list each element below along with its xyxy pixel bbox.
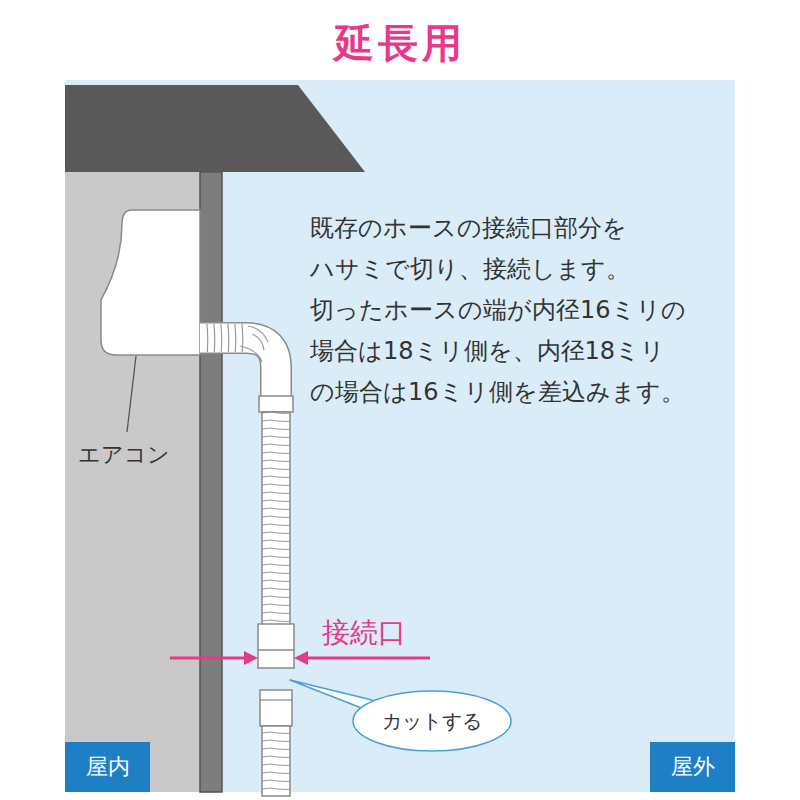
pointer-arrow	[170, 657, 248, 660]
node-text: 屋外	[671, 752, 715, 782]
part-name: エアコン	[78, 440, 170, 470]
node-text-column: 屋内	[86, 752, 130, 782]
callout-bubble: カットする	[352, 690, 512, 752]
region-tag: 屋外	[650, 742, 735, 792]
node-text-column: 屋外	[671, 752, 715, 782]
pointer-arrow	[304, 657, 430, 660]
instruction-text: 既存のホースの接続口部分を ハサミで切り、接続します。 切ったホースの端が内径1…	[310, 208, 750, 413]
region-tag: 屋内	[65, 742, 150, 792]
elbow-bend-lines	[240, 326, 268, 362]
extension-hose	[262, 726, 290, 796]
elbow-corrugation	[204, 324, 244, 352]
port-band	[258, 649, 294, 651]
indoor-wall	[65, 170, 202, 792]
node-outline	[650, 742, 735, 792]
wall-column	[200, 172, 222, 792]
title: 延長用	[0, 16, 800, 71]
node-outline	[353, 691, 511, 751]
sleeve-band	[260, 699, 292, 700]
outdoor-ground	[65, 80, 735, 792]
node-text: カットする	[382, 708, 482, 735]
node-outline	[65, 742, 150, 792]
hose-sleeve	[260, 690, 292, 726]
node-text: 屋内	[86, 752, 130, 782]
connection-port	[258, 624, 294, 668]
drain-hose	[262, 412, 290, 625]
arrow-head	[244, 651, 258, 665]
hose-sleeve	[259, 396, 293, 412]
part-name: 接続口	[322, 614, 406, 652]
air-conditioner	[101, 210, 200, 355]
leader-line	[127, 356, 136, 432]
roof	[65, 85, 365, 172]
node-text-column: カットする	[382, 708, 482, 735]
arrow-head	[294, 651, 308, 665]
